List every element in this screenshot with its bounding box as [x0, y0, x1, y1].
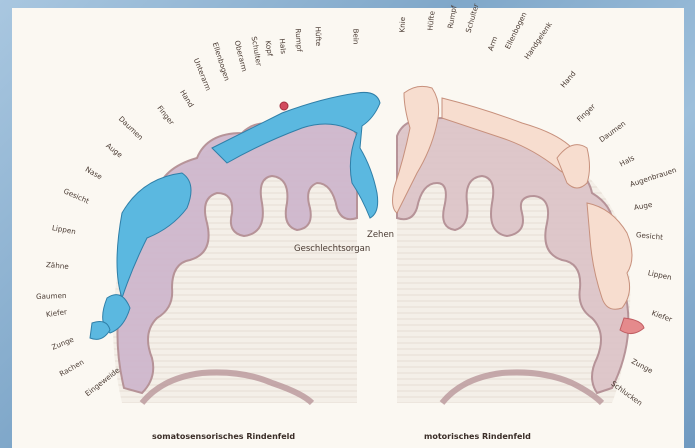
label-hals-sensory: Hals — [278, 38, 289, 54]
sensory-tongue — [90, 322, 110, 340]
homunculus-figure: Eingeweide Rachen Zunge Kiefer Gaumen Zä… — [12, 8, 684, 448]
caption-somatosensory: somatosensorisches Rindenfeld — [152, 432, 295, 441]
label-rumpf-sensory: Rumpf — [294, 28, 305, 52]
label-gaumen: Gaumen — [36, 291, 67, 301]
homunculus-diagram — [12, 8, 684, 448]
label-knie: Knie — [398, 17, 408, 33]
label-zehen: Zehen — [367, 230, 394, 240]
motor-tongue — [620, 318, 644, 334]
label-huefte-sensory: Hüfte — [314, 26, 324, 46]
label-geschlechtsorgan: Geschlechtsorgan — [294, 244, 370, 254]
label-zaehne: Zähne — [46, 260, 70, 271]
caption-motor: motorisches Rindenfeld — [424, 432, 531, 441]
left-hemisphere — [113, 118, 357, 403]
sensory-genital — [280, 102, 288, 110]
label-bein: Bein — [352, 29, 361, 45]
